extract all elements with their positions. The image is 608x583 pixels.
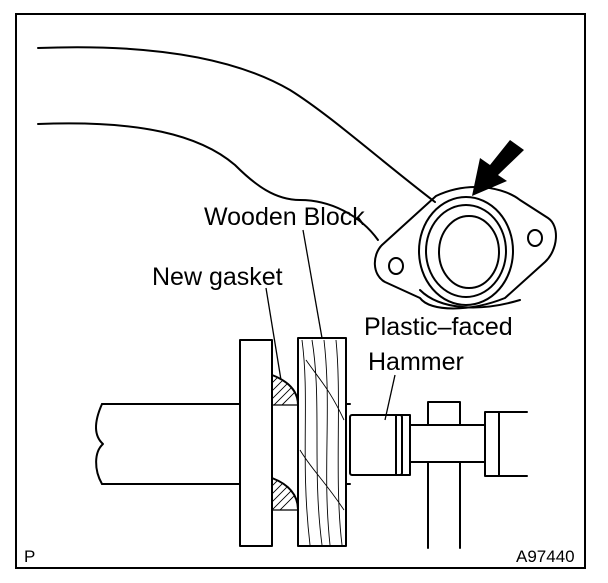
press-assembly <box>95 337 528 549</box>
view-code-label: P <box>24 547 35 566</box>
new-gasket-label: New gasket <box>152 263 283 291</box>
figure-frame <box>15 13 586 569</box>
hammer-leader <box>384 374 396 421</box>
arrow-down-left-icon <box>472 140 524 196</box>
wooden-block-leader <box>302 229 323 339</box>
exhaust-pipe-sketch <box>37 46 557 310</box>
hammer-label: Hammer <box>368 348 464 376</box>
wooden-block-label: Wooden Block <box>204 203 365 231</box>
new-gasket-leader <box>265 287 282 381</box>
figure-id-label: A97440 <box>516 547 575 566</box>
plastic-faced-label: Plastic–faced <box>364 313 513 341</box>
